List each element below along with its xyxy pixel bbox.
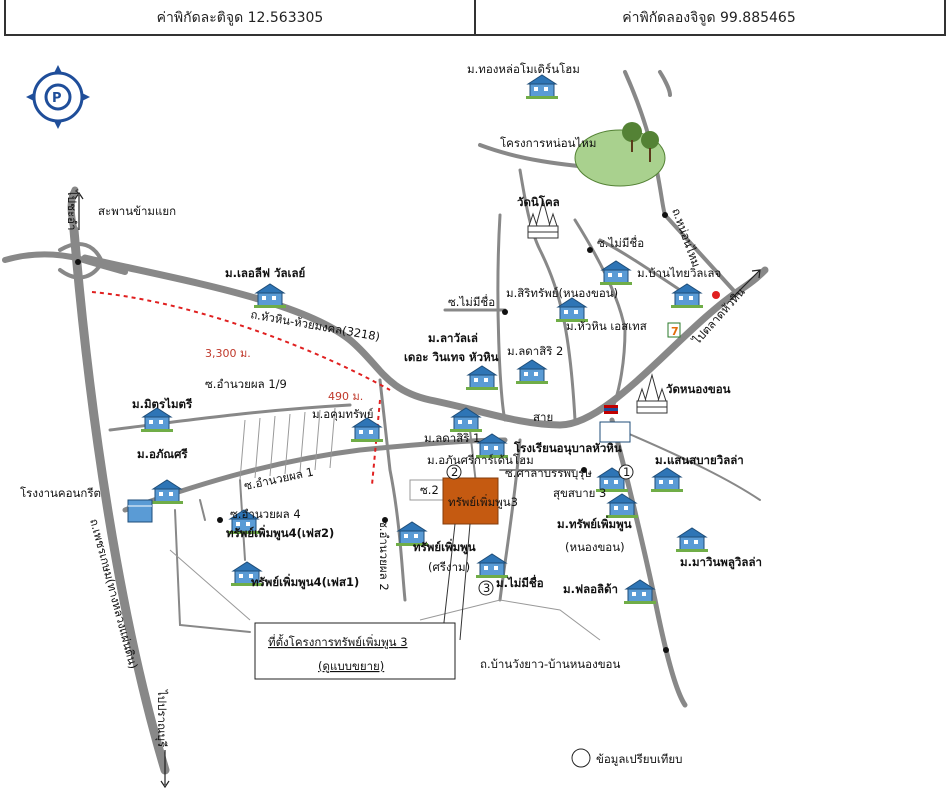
wangyao-road-label: ถ.บ้านวังยาว-บ้านหนองขอน [480,657,620,671]
callout-sub: (ดูแบบขยาย) [318,659,384,673]
marker-1: 1 [623,465,630,479]
srisuk-sub-label: (ศรีงาม) [428,560,470,574]
soi-amnuai2-label: ซ.อำนวยผล 2 [377,520,391,591]
aphansri-label: ม.อภัณศรี [137,447,188,461]
huahin-road-label: ถ.หัวหิน-ห้วยมงคล(3218) [249,307,381,344]
srisuk-label: ทรัพย์เพิ่มพูน [413,538,476,555]
akhan-label: ม.อคุมทรัพย์ [312,407,374,421]
ladasiri1-label: ม.ลดาสิริ 1 [424,431,480,445]
sap-nongkhon-sub-label: (หนองขอน) [565,540,625,554]
plot-lines [169,407,601,641]
lavalle-label: ม.ลาวัลเล่ [428,331,478,345]
direction-arrows [74,191,761,789]
mawin-label: ม.มาวินพลูวิลล่า [680,555,762,570]
to-chaam-label: ไปชะอำ [65,189,79,230]
to-pranburi-label: ไปปราณบุรี [155,689,169,747]
mu-ban-thai-label: ม.บ้านไทยวิลเลจ [637,266,721,280]
school-label: โรงเรียนอนุบาลหัวหิน [513,440,622,456]
svg-text:7: 7 [671,325,679,338]
longitude-cell: ค่าพิกัดลองจิจูด 99.885465 [474,0,946,36]
latitude-cell: ค่าพิกัดละติจูด 12.563305 [4,0,476,36]
junction-dots [75,212,669,653]
sala-label: ซ.ศาลาบรรพบุรุษ [505,466,592,480]
sap-nongkhon-label: ม.ทรัพย์เพิ่มพูน [557,515,632,532]
wat-nikhom-label: วัดนิโคล [517,194,560,209]
thonglor-label: ม.ทองหล่อโมเดิร์นโฮม [467,62,580,76]
huahin-estate-label: ม.หัวหิน เอสเทส [566,319,647,333]
florida-label: ม.ฟลอลิด้า [563,582,618,596]
callout-box [254,622,456,680]
comparison-markers [446,464,634,768]
wat-nongkhon-label: วัดหนองขอน [666,382,731,396]
sansabai-label: ม.แสนสบายวิลล่า [655,453,744,467]
callout-leader-line [441,523,456,641]
coordinate-header: ค่าพิกัดละติจูด 12.563305 ค่าพิกัดลองจิจ… [0,0,950,38]
aphan-garden-label: ม.อภันศรีการ์เด้นโฮม [427,453,534,467]
soi-no-name-top-label: ซ.ไม่มีชื่อ [597,235,644,250]
phase2-label: ทรัพย์เพิ่มพูน4(เฟส2) [226,524,334,541]
distance-lines [91,291,391,486]
callout-leader-line-2 [459,523,471,641]
school-icon [599,405,631,443]
soi-no-name-mid-label: ซ.ไม่มีชื่อ [448,294,495,309]
suksabai-label: สุขสบาย 3 [553,486,606,500]
legend-label: ข้อมูลเปรียบเทียบ [596,752,682,766]
distance-3300-label: 3,300 ม. [205,347,251,360]
ladasiri2-label: ม.ลดาสิริ 2 [507,344,563,358]
vintage-label: เดอะ วินเทจ หัวหิน [404,350,499,364]
subject-site-marker [442,477,499,525]
sapan-label: สะพานข้ามแยก [98,204,176,218]
nonghom-project-label: โครงการหน่อนไหม [500,136,596,150]
salaya-label: สาย [533,410,553,424]
seven-eleven-icon: 7 [667,322,681,338]
park-icon [574,122,666,187]
phase1-label: ทรัพย์เพิ่มพูน4(เฟส1) [251,573,359,590]
nonghom-road-label: ถ.หน่อนไหม [669,206,703,269]
leisure-label: ม.เลอลีฟ วัลเลย์ [225,266,305,280]
concrete-label: โรงงานคอนกรีต [20,486,101,500]
shop-icon [712,291,720,299]
callout-title: ที่ตั้งโครงการทรัพย์เพิ่มพูน 3 [268,634,408,649]
compass-logo-icon: P [26,65,90,129]
marker-2: 2 [451,465,458,479]
marker-3: 3 [483,581,490,595]
mitrmaitri-label: ม.มิตรไมตรี [132,397,193,411]
amnuaiphon-4-label: ซ.อำนวยผล 4 [230,507,301,521]
subject-label: ทรัพย์เพิ่มพูน3 [448,494,518,509]
amnuaiphon-1-9-label: ซ.อำนวยผล 1/9 [205,377,287,391]
sirisap-label: ม.สิริทรัพย์(หนองขอน) [506,286,618,300]
road-network [2,70,769,775]
soi2-label: ซ.2 [420,483,439,497]
distance-490-label: 490 ม. [328,390,363,403]
soi-no-name-bottom-label: ม.ไม่มีชื่อ [496,574,544,590]
svg-text:P: P [52,91,62,106]
concrete-factory-icon [127,499,153,523]
